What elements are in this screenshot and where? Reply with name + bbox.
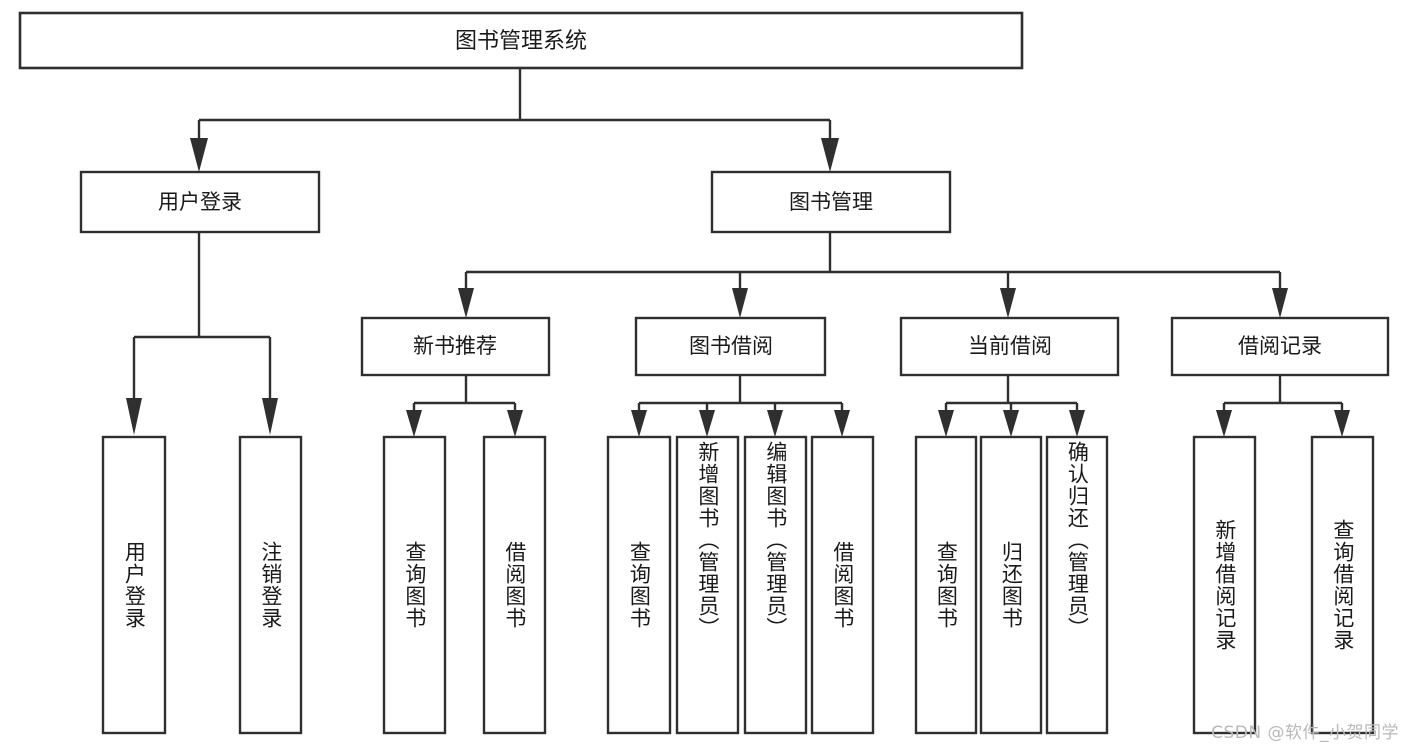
leaf-box-borrow-book-1[interactable] bbox=[482, 435, 547, 735]
arrow-head-leaf-logout bbox=[262, 398, 278, 435]
leaf-box-edit-book[interactable] bbox=[743, 435, 808, 735]
node-user-login[interactable]: 用户登录 bbox=[79, 170, 321, 234]
arrow-head-leaf-edit-book bbox=[767, 410, 783, 437]
arrow-head-leaf-borrow-book-2 bbox=[834, 410, 850, 437]
leaf-box-query-book-3[interactable] bbox=[914, 435, 978, 735]
arrow-head-leaf-query-book-1 bbox=[406, 410, 422, 437]
leaf-box-query-book-2[interactable] bbox=[606, 435, 672, 735]
arrow-head-book-manage bbox=[821, 138, 839, 172]
arrow-head-leaf-add-book bbox=[699, 410, 715, 437]
node-borrow-record[interactable]: 借阅记录 bbox=[1170, 316, 1390, 377]
connector-group-root bbox=[190, 68, 839, 172]
arrow-head-current-borrow bbox=[1000, 288, 1016, 318]
arrow-head-leaf-borrow-book-1 bbox=[507, 410, 523, 437]
connector-group-book-borrow bbox=[631, 375, 850, 437]
connector-group-user-login bbox=[126, 232, 278, 435]
arrow-head-leaf-query-record bbox=[1334, 410, 1350, 437]
node-book-manage-label: 图书管理 bbox=[789, 190, 873, 214]
node-borrow-record-label: 借阅记录 bbox=[1238, 334, 1322, 358]
node-current-borrow[interactable]: 当前借阅 bbox=[899, 316, 1120, 377]
node-book-borrow-box[interactable] bbox=[634, 316, 827, 377]
node-new-book-rec[interactable]: 新书推荐 bbox=[360, 316, 551, 377]
leaf-box-logout[interactable] bbox=[238, 435, 303, 735]
leaf-box-query-record[interactable] bbox=[1310, 435, 1375, 735]
leaf-box-user-login[interactable] bbox=[101, 435, 167, 735]
node-root[interactable]: 图书管理系统 bbox=[18, 11, 1024, 70]
node-book-manage-box[interactable] bbox=[710, 170, 952, 234]
arrow-head-book-borrow bbox=[732, 288, 748, 318]
arrow-head-leaf-add-record bbox=[1216, 410, 1232, 437]
node-book-borrow-label: 图书借阅 bbox=[689, 334, 773, 358]
connector-group-book-manage bbox=[458, 232, 1288, 318]
node-new-book-rec-box[interactable] bbox=[360, 316, 551, 377]
node-book-manage[interactable]: 图书管理 bbox=[710, 170, 952, 234]
connector-group-borrow-record bbox=[1216, 375, 1350, 437]
node-new-book-rec-label: 新书推荐 bbox=[413, 334, 497, 358]
arrow-head-leaf-user-login bbox=[126, 398, 142, 435]
node-root-label: 图书管理系统 bbox=[455, 29, 587, 54]
arrow-head-new-book-rec bbox=[458, 288, 474, 318]
node-current-borrow-label: 当前借阅 bbox=[968, 334, 1052, 358]
leaf-box-add-book[interactable] bbox=[675, 435, 740, 735]
arrow-head-leaf-return-book bbox=[1003, 410, 1019, 437]
arrow-head-user-login bbox=[190, 138, 208, 172]
leaf-box-borrow-book-2[interactable] bbox=[810, 435, 875, 735]
leaf-box-query-book-1[interactable] bbox=[382, 435, 447, 735]
arrow-head-borrow-record bbox=[1272, 288, 1288, 318]
arrow-head-leaf-query-book-3 bbox=[938, 410, 954, 437]
node-borrow-record-box[interactable] bbox=[1170, 316, 1390, 377]
node-user-login-box[interactable] bbox=[79, 170, 321, 234]
arrow-head-leaf-confirm-return bbox=[1069, 410, 1085, 437]
node-user-login-label: 用户登录 bbox=[158, 190, 242, 214]
node-current-borrow-box[interactable] bbox=[899, 316, 1120, 377]
watermark-text: CSDN @软件_小贺同学 bbox=[1211, 723, 1399, 743]
arrow-head-leaf-query-book-2 bbox=[631, 410, 647, 437]
node-root-box[interactable] bbox=[18, 11, 1024, 70]
connector-group-new-book-rec bbox=[406, 375, 523, 437]
leaf-box-add-record[interactable] bbox=[1192, 435, 1257, 735]
leaf-box-confirm-return[interactable] bbox=[1045, 435, 1109, 735]
leaf-box-return-book[interactable] bbox=[979, 435, 1043, 735]
node-book-borrow[interactable]: 图书借阅 bbox=[634, 316, 827, 377]
connector-group-current-borrow bbox=[938, 375, 1085, 437]
